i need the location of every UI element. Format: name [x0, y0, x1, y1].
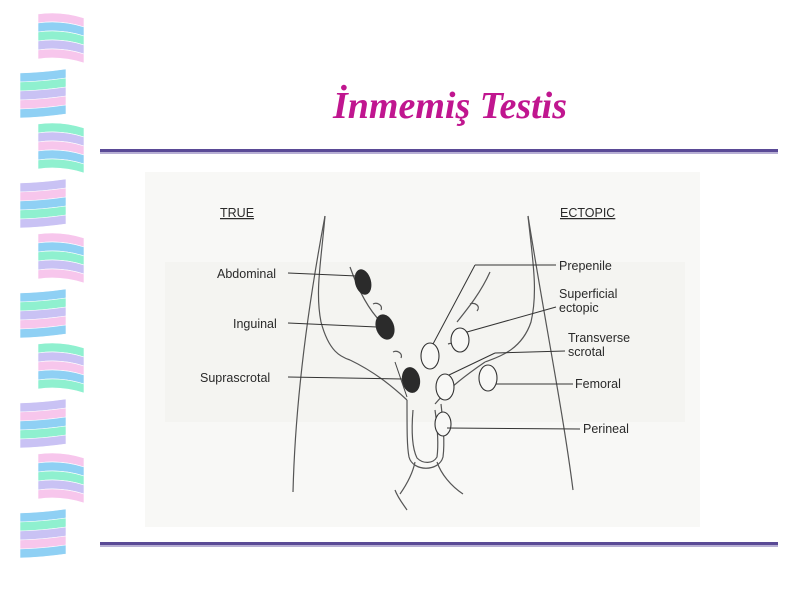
- ectopic-header: ECTOPIC: [560, 206, 615, 220]
- ribbon-segment: [19, 398, 67, 449]
- transverse-scrotal-testis: [435, 373, 455, 401]
- label-inguinal: Inguinal: [233, 317, 277, 331]
- femoral-testis: [478, 364, 498, 392]
- label-superficial: Superficial: [559, 287, 617, 301]
- ribbon-segment: [37, 12, 85, 64]
- ribbon-segment: [19, 508, 67, 559]
- ribbon-segment: [19, 68, 67, 119]
- ribbon-segment: [37, 232, 85, 284]
- ribbon-segment: [37, 122, 85, 174]
- title-divider: [100, 149, 778, 152]
- ribbon-segment: [37, 342, 85, 394]
- label-perineal: Perineal: [583, 422, 629, 436]
- ribbon-segment: [19, 178, 67, 229]
- label-suprascrotal: Suprascrotal: [200, 371, 270, 385]
- true-header: TRUE: [220, 206, 254, 220]
- ribbon-segment: [19, 288, 67, 339]
- label-transverse: Transverse: [568, 331, 630, 345]
- footer-divider: [100, 542, 778, 545]
- ectopic-testes: [420, 327, 498, 437]
- slide-title: İnmemiş Testis: [332, 85, 568, 127]
- ribbon-segment: [37, 452, 85, 504]
- ectopic-leader-lines: [432, 264, 581, 430]
- prepenile-testis: [420, 342, 440, 370]
- label-abdominal: Abdominal: [217, 267, 276, 281]
- true-leader-lines: [287, 272, 404, 380]
- perineal-testis: [434, 411, 452, 437]
- true-testes: [354, 269, 421, 393]
- label-scrotal: scrotal: [568, 345, 605, 359]
- superficial-ectopic-testis: [450, 327, 470, 353]
- label-prepenile: Prepenile: [559, 259, 612, 273]
- decorative-ribbon: [19, 12, 85, 559]
- label-femoral: Femoral: [575, 377, 621, 391]
- anatomy-figure: TRUE Abdominal Inguinal Suprascrotal ECT…: [145, 172, 700, 527]
- label-ectopic: ectopic: [559, 301, 599, 315]
